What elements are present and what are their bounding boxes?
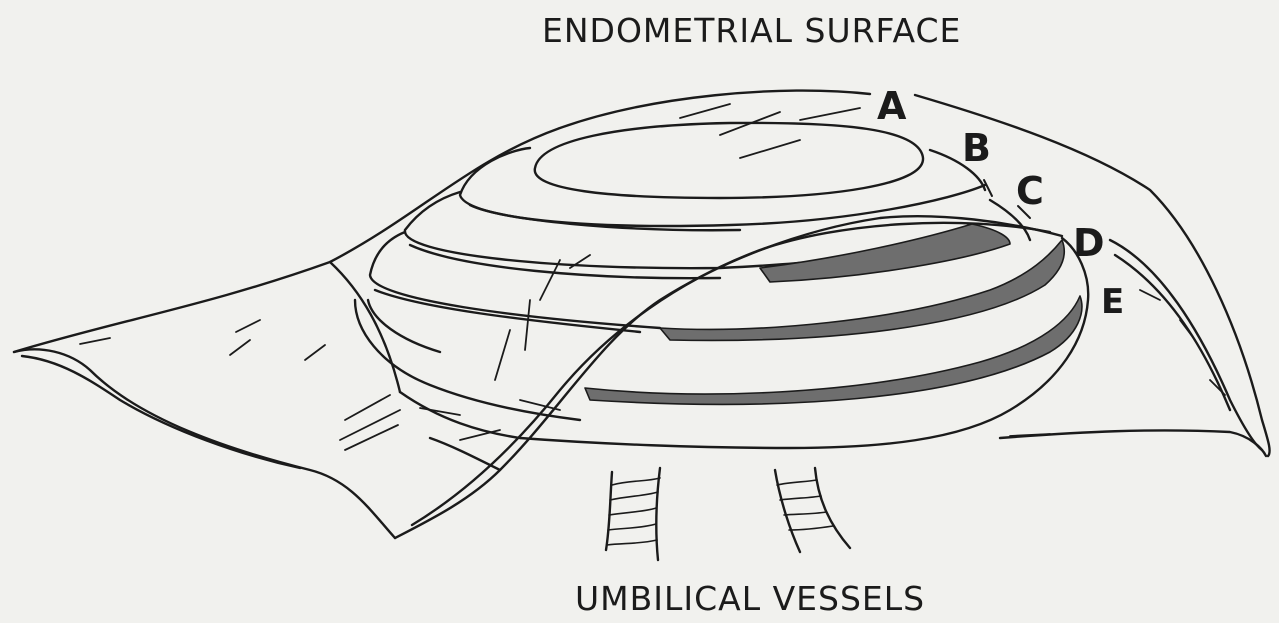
endometrial-surface-label: ENDOMETRIAL SURFACE [542, 14, 961, 47]
layer-label-e: E [1101, 285, 1124, 319]
umbilical-vessel-left-twist [607, 478, 660, 545]
layer-label-d: D [1073, 224, 1105, 262]
shaded-band-lower [585, 296, 1082, 404]
membrane-flap-fold [330, 262, 500, 470]
umbilical-vessels-label: UMBILICAL VESSELS [575, 582, 925, 615]
shaded-band-upper [760, 224, 1010, 282]
disc-top-ellipse [535, 123, 923, 198]
ring-layer-c-inner [410, 245, 720, 278]
outer-membrane-lower-edge [14, 349, 395, 538]
ring-layer-e-inner [368, 300, 440, 352]
ring-layer-d-inner [375, 290, 640, 332]
layer-label-b: B [962, 129, 991, 167]
outer-membrane-lower-edge-inner [22, 356, 300, 468]
umbilical-vessels [606, 468, 850, 560]
layer-label-c: C [1016, 172, 1044, 210]
layer-label-a: A [877, 87, 906, 125]
